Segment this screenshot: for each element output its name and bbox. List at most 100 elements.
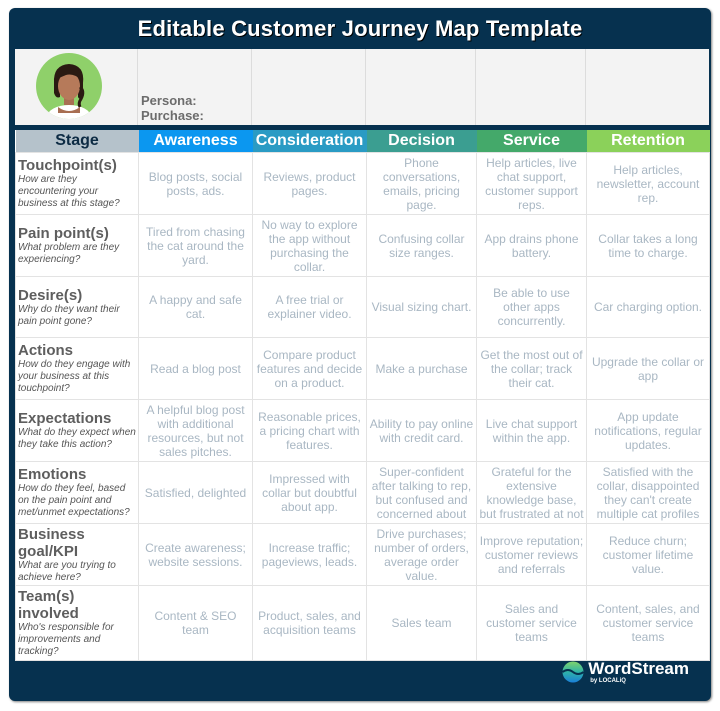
cell-text: Collar takes a long time to charge. xyxy=(598,231,698,260)
avatar-cell xyxy=(15,49,138,125)
cell-text: Satisfied, delighted xyxy=(144,485,247,500)
row-subtitle: What problem are they experiencing? xyxy=(18,242,120,265)
cell-text: Increase traffic; pageviews, leads. xyxy=(261,540,358,569)
stage-consideration: Consideration xyxy=(252,130,367,153)
journey-cell[interactable]: Confusing collar size ranges. xyxy=(366,214,477,277)
journey-cell[interactable]: Blog posts, social posts, ads. xyxy=(138,152,253,215)
cell-text: A helpful blog post with additional reso… xyxy=(146,402,245,459)
cell-text: Sales and customer service teams xyxy=(486,602,577,644)
journey-cell[interactable]: Car charging option. xyxy=(586,276,710,338)
journey-cell[interactable]: Help articles, live chat support, custom… xyxy=(476,152,587,215)
journey-cell[interactable]: A free trial or explainer video. xyxy=(252,276,367,338)
cell-text: Create awareness; website sessions. xyxy=(145,540,246,569)
brand-name: WordStream xyxy=(588,658,689,678)
stage-service: Service xyxy=(476,130,587,153)
journey-cell[interactable]: Sales and customer service teams xyxy=(476,585,587,661)
row-subtitle: How do they feel, based on the pain poin… xyxy=(18,483,130,518)
journey-cell[interactable]: Super-confident after talking to rep, bu… xyxy=(366,461,477,524)
journey-cell[interactable]: Sales team xyxy=(366,585,477,661)
journey-cell[interactable]: Product, sales, and acquisition teams xyxy=(252,585,367,661)
journey-cell[interactable]: Impressed with collar but doubtful about… xyxy=(252,461,367,524)
persona-cell[interactable] xyxy=(366,49,476,125)
row-subtitle: What do they expect when they take this … xyxy=(18,427,136,450)
journey-cell[interactable]: Help articles, newsletter, account rep. xyxy=(586,152,710,215)
journey-cell[interactable]: Reduce churn; customer lifetime value. xyxy=(586,523,710,586)
journey-table: Stage Awareness Consideration Decision S… xyxy=(15,130,710,661)
journey-cell[interactable]: Make a purchase xyxy=(366,337,477,400)
row-title: Desire(s) xyxy=(18,286,83,304)
stage-awareness: Awareness xyxy=(138,130,253,153)
journey-cell[interactable]: Visual sizing chart. xyxy=(366,276,477,338)
row-title: Touchpoint(s) xyxy=(18,157,117,174)
cell-text: Super-confident after talking to rep, bu… xyxy=(371,464,472,521)
cell-text: A free trial or explainer video. xyxy=(267,293,352,321)
persona-cell[interactable] xyxy=(252,49,366,125)
row-title: Emotions xyxy=(18,466,87,483)
persona-row: Persona: Purchase: xyxy=(15,49,709,125)
cell-text: Confusing collar size ranges. xyxy=(378,231,465,260)
cell-text: Help articles, live chat support, custom… xyxy=(485,155,578,212)
journey-cell[interactable]: Content & SEO team xyxy=(138,585,253,661)
row-title: Pain point(s) xyxy=(18,225,109,242)
cell-text: Reduce churn; customer lifetime value. xyxy=(602,533,694,576)
journey-cell[interactable]: App update notifications, regular update… xyxy=(586,399,710,462)
journey-cell[interactable]: Improve reputation; customer reviews and… xyxy=(476,523,587,586)
persona-cell[interactable] xyxy=(476,49,586,125)
row-title: Expectations xyxy=(18,410,112,427)
journey-cell[interactable]: Get the most out of the collar; track th… xyxy=(476,337,587,400)
cell-text: Product, sales, and acquisition teams xyxy=(258,609,361,637)
cell-text: Tired from chasing the cat around the ya… xyxy=(146,224,245,267)
journey-cell[interactable]: A helpful blog post with additional reso… xyxy=(138,399,253,462)
journey-cell[interactable]: A happy and safe cat. xyxy=(138,276,253,338)
wordstream-logo: WordStream by LOCALiQ xyxy=(562,657,689,687)
cell-text: Live chat support within the app. xyxy=(485,416,578,445)
divider xyxy=(15,125,709,130)
cell-text: Get the most out of the collar; track th… xyxy=(480,347,583,390)
journey-cell[interactable]: Read a blog post xyxy=(138,337,253,400)
journey-cell[interactable]: Upgrade the collar or app xyxy=(586,337,710,400)
cell-text: Drive purchases; number of orders, avera… xyxy=(374,526,469,583)
journey-cell[interactable]: Satisfied with the collar, disappointed … xyxy=(586,461,710,524)
cell-text: Compare product features and decide on a… xyxy=(256,347,363,390)
journey-cell[interactable]: Increase traffic; pageviews, leads. xyxy=(252,523,367,586)
journey-cell[interactable]: Be able to use other apps concurrently. xyxy=(476,276,587,338)
journey-cell[interactable]: Create awareness; website sessions. xyxy=(138,523,253,586)
journey-cell[interactable]: Phone conversations, emails, pricing pag… xyxy=(366,152,477,215)
journey-cell[interactable]: Content, sales, and customer service tea… xyxy=(586,585,710,661)
persona-cell[interactable] xyxy=(586,49,709,125)
journey-cell[interactable]: App drains phone battery. xyxy=(476,214,587,277)
journey-cell[interactable]: Reasonable prices, a pricing chart with … xyxy=(252,399,367,462)
journey-cell[interactable]: Ability to pay online with credit card. xyxy=(366,399,477,462)
cell-text: Content, sales, and customer service tea… xyxy=(596,602,700,644)
journey-cell[interactable]: Drive purchases; number of orders, avera… xyxy=(366,523,477,586)
persona-label: Persona: xyxy=(141,93,197,108)
cell-text: Phone conversations, emails, pricing pag… xyxy=(382,155,461,212)
cell-text: App update notifications, regular update… xyxy=(594,409,702,452)
stage-header-row: Stage Awareness Consideration Decision S… xyxy=(15,130,710,153)
journey-row: Desire(s)Why do they want their pain poi… xyxy=(15,276,710,338)
cell-text: Grateful for the extensive knowledge bas… xyxy=(479,464,584,521)
row-subtitle: How do they engage with your business at… xyxy=(18,359,131,394)
person-avatar-icon xyxy=(36,53,102,119)
cell-text: Help articles, newsletter, account rep. xyxy=(596,162,700,205)
cell-text: Satisfied with the collar, disappointed … xyxy=(596,464,700,521)
journey-cell[interactable]: Reviews, product pages. xyxy=(252,152,367,215)
journey-cell[interactable]: Grateful for the extensive knowledge bas… xyxy=(476,461,587,524)
journey-cell[interactable]: Live chat support within the app. xyxy=(476,399,587,462)
journey-cell[interactable]: No way to explore the app without purcha… xyxy=(252,214,367,277)
journey-cell[interactable]: Compare product features and decide on a… xyxy=(252,337,367,400)
journey-cell[interactable]: Satisfied, delighted xyxy=(138,461,253,524)
row-label: Desire(s)Why do they want their pain poi… xyxy=(15,276,139,338)
journey-cell[interactable]: Tired from chasing the cat around the ya… xyxy=(138,214,253,277)
journey-map-frame: Editable Customer Journey Map Template P… xyxy=(9,8,711,701)
cell-text: Make a purchase xyxy=(375,361,468,376)
stage-retention: Retention xyxy=(586,130,710,153)
cell-text: Car charging option. xyxy=(593,300,703,314)
journey-cell[interactable]: Collar takes a long time to charge. xyxy=(586,214,710,277)
row-subtitle: How are they encountering your business … xyxy=(18,174,120,209)
journey-row: Touchpoint(s)How are they encountering y… xyxy=(15,152,710,215)
row-title: Business goal/KPI xyxy=(18,525,85,560)
